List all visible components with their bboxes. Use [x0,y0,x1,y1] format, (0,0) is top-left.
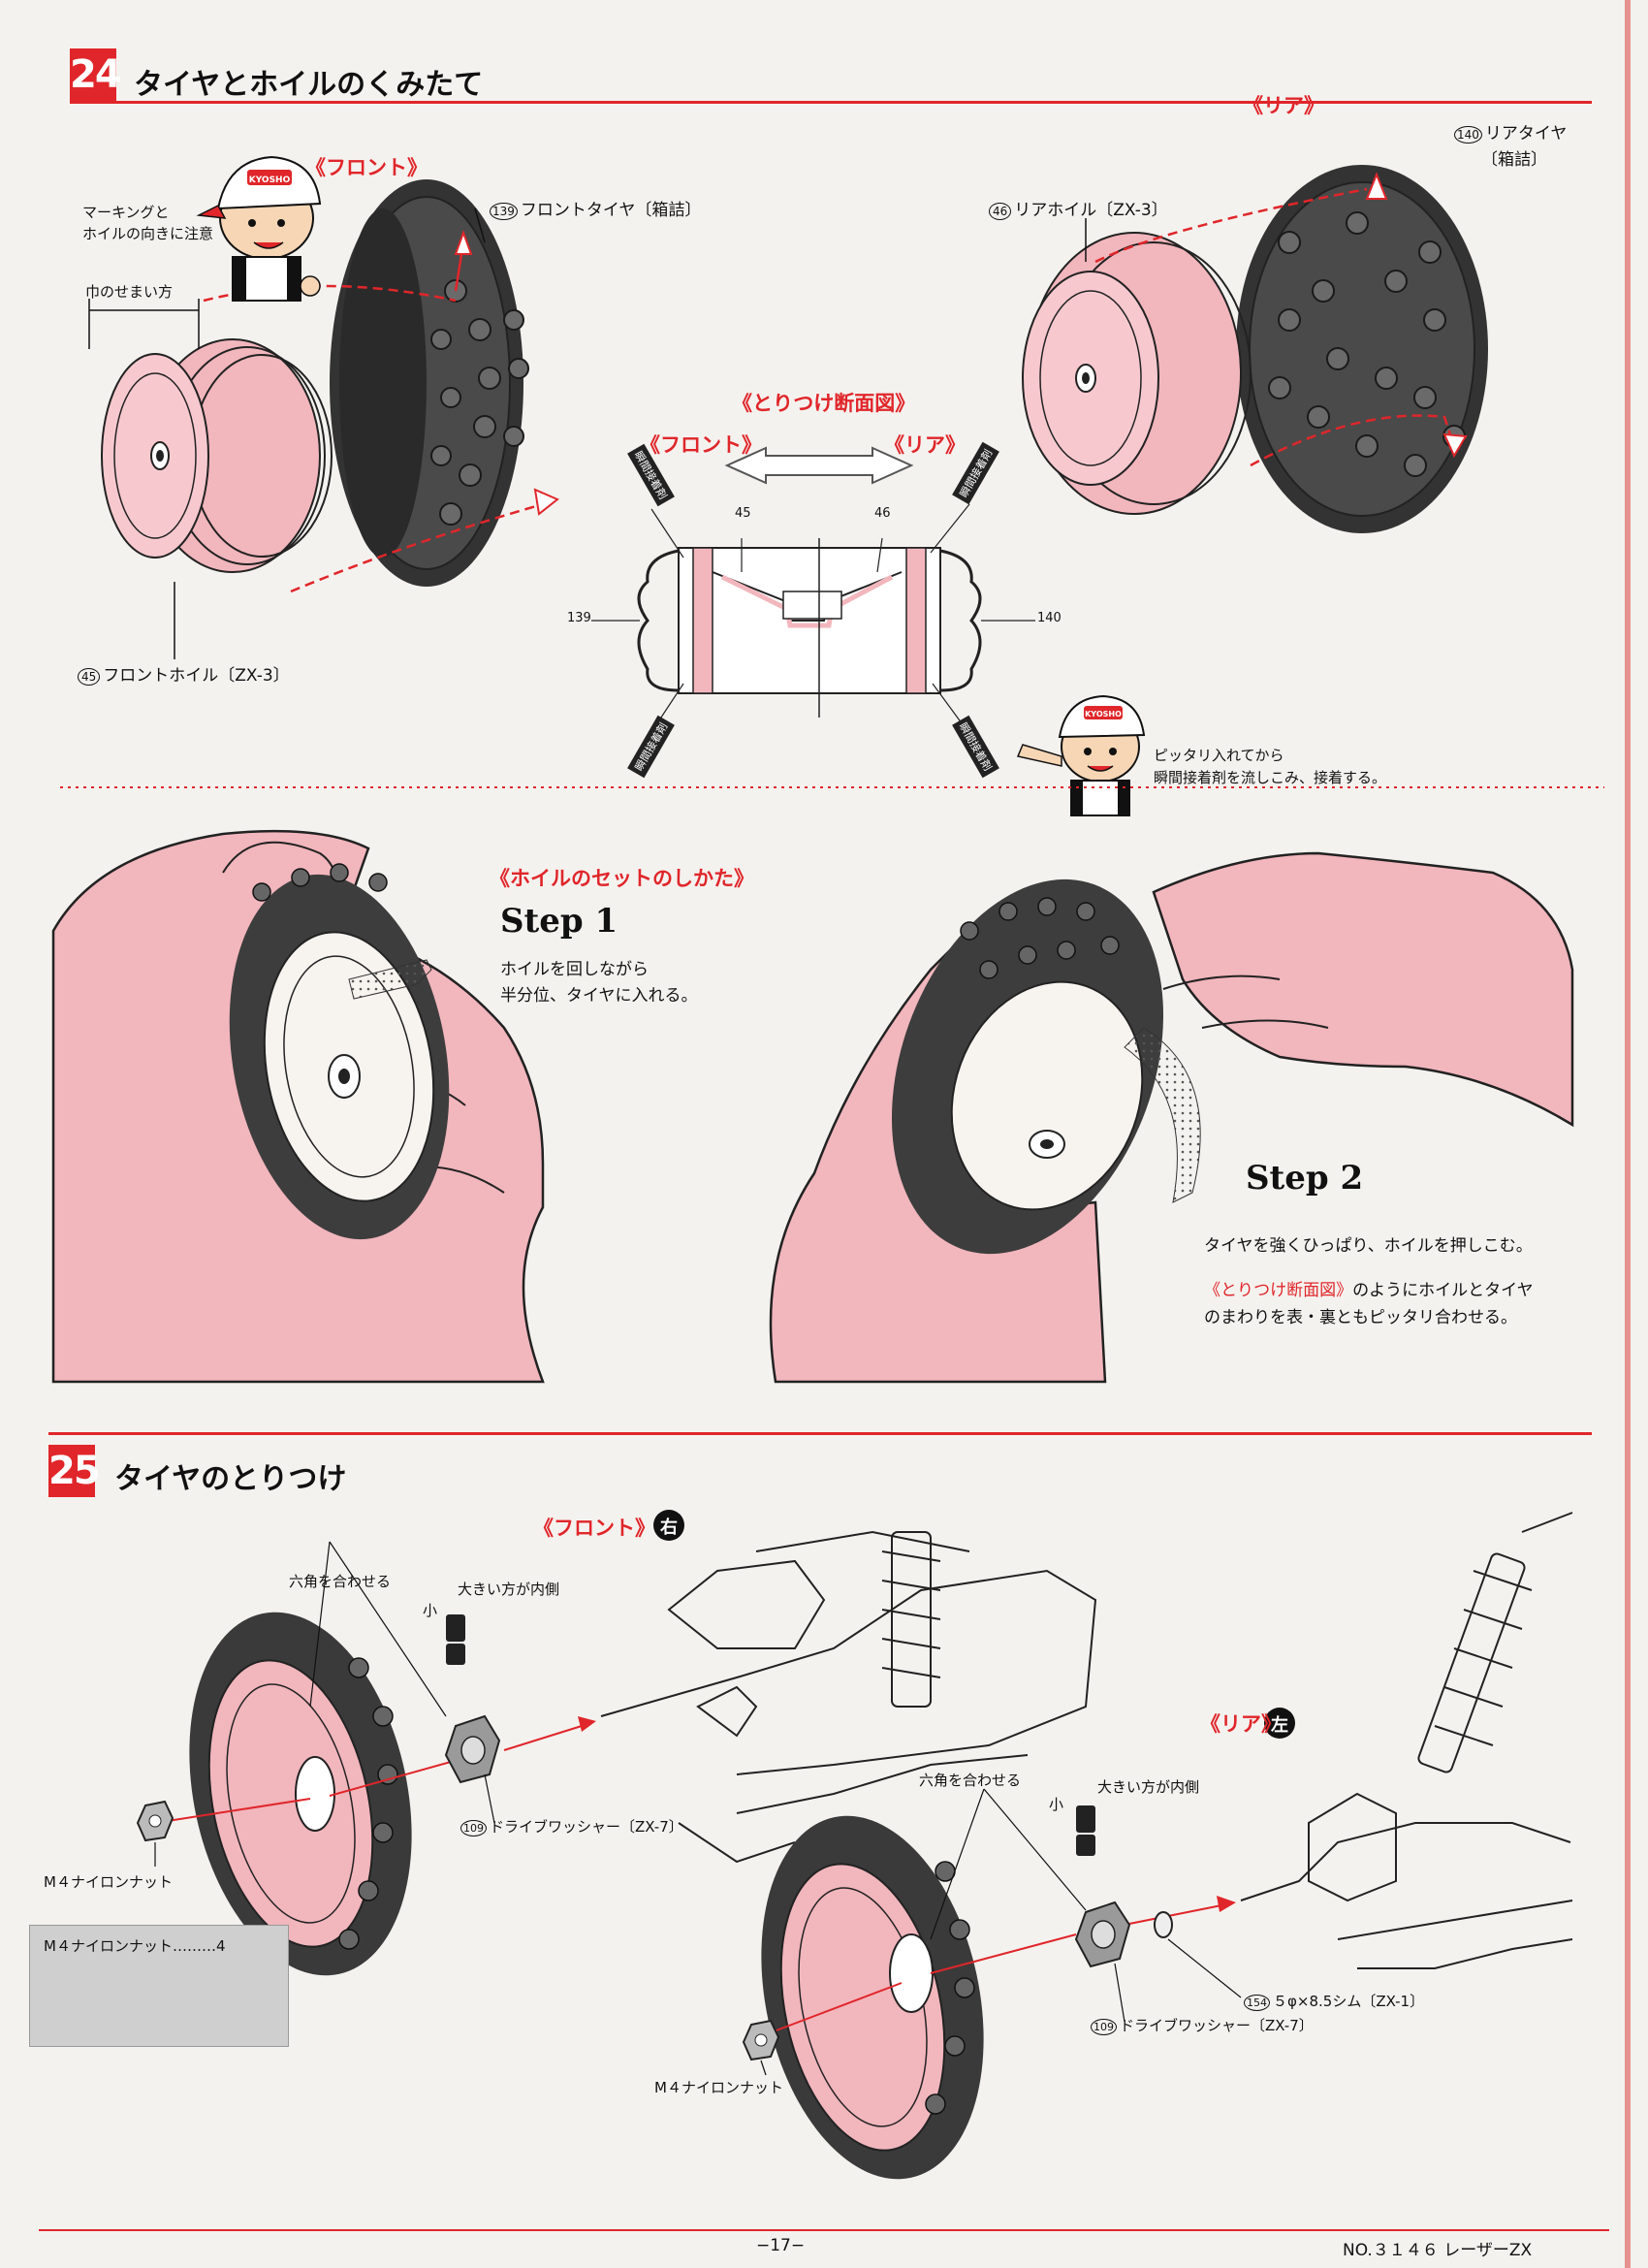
rear-suspension-illustration [1240,1512,1573,1969]
step-24-number: 24 [70,48,122,101]
tire-step1-illustration [229,863,450,1240]
rear-wheel-num: 46 [989,203,1012,220]
hex-align-front: 六角を合わせる [289,1573,392,1590]
shim-text: ５φ×8.5シム〔ZX-1〕 [1273,1993,1425,2010]
large-inside-front: 大きい方が内側 [458,1581,560,1598]
front-tire-assembly-illustration [189,1612,412,1976]
large-inside-rear: 大きい方が内側 [1097,1778,1200,1796]
shim-num: 154 [1244,1995,1270,2011]
cap-brand-2: KYOSHO [1085,710,1122,719]
step-25-number: 25 [48,1445,101,1497]
step2-text-3: のまわりを表・裏ともピッタリ合わせる。 [1204,1308,1517,1327]
hex-nut-front [444,1714,501,1784]
step2-text-1: タイヤを強くひっぱり、ホイルを押しこむ。 [1204,1236,1533,1256]
front-tire-num: 139 [490,203,518,220]
drive-washer-front-num: 109 [460,1820,487,1837]
front-tire-illustration [330,179,529,587]
rear-tire-text-1: リアタイヤ [1484,124,1568,144]
step2-text-2: 《とりつけ断面図》のようにホイルとタイヤ [1204,1276,1534,1305]
step2-text-2-rest: のようにホイルとタイヤ [1352,1281,1534,1300]
mascot-note-1: マーキングと [82,204,170,221]
mascot-note-2: ホイルの向きに注意 [82,225,214,242]
cross-num-45: 45 [735,506,751,521]
cross-section-title: 《とりつけ断面図》 [732,392,916,415]
rear-tire-illustration [1236,165,1488,533]
drive-washer-rear-num: 109 [1091,2019,1117,2035]
hex-align-rear: 六角を合わせる [919,1772,1022,1789]
nylon-nut-front-label: M４ナイロンナット [44,1873,173,1891]
narrow-side-label: 巾のせまい方 [85,283,174,301]
step1-title: Step 1 [500,902,618,941]
step-24-rule [70,101,1592,104]
step-25-title: タイヤのとりつけ [114,1462,347,1496]
nylon-nut-rear-label: M４ナイロンナット [654,2079,783,2096]
front-mount-label: 《フロント》 [533,1517,655,1540]
cross-num-46: 46 [874,506,891,521]
nylon-nut-front [136,1800,174,1842]
rear-wheel-text: リアホイル〔ZX-3〕 [1014,201,1168,220]
front-side-badge: 右 [660,1517,678,1538]
front-tire-text: フロントタイヤ〔箱詰〕 [520,201,702,220]
front-wheel-num: 45 [78,668,101,686]
rear-tire-num: 140 [1454,126,1482,144]
shim-washer [1154,1911,1173,1938]
small-label-rear: 小 [1049,1796,1064,1813]
cross-num-139: 139 [567,611,591,625]
nylon-nut-rear [742,2019,780,2061]
step1-text-1: ホイルを回しながら [500,960,649,979]
howto-title: 《ホイルのセットのしかた》 [490,867,754,890]
rear-mount-label: 《リア》 [1200,1712,1282,1736]
model-name: NO.３１４６ レーザーZX [1343,2241,1533,2260]
fit-note-1: ピッタリ入れてから [1154,747,1284,764]
parts-box: M４ナイロンナット………4 [29,1925,289,2047]
fit-note-2: 瞬間接着剤を流しこみ、接着する。 [1154,769,1387,786]
rear-tire-assembly-illustration [761,1815,984,2180]
cross-section-diagram [591,446,1035,733]
drive-washer-rear-text: ドライブワッシャー〔ZX-7〕 [1120,2017,1314,2034]
tire-step2-illustration [891,878,1201,1255]
rear-side-badge: 左 [1271,1715,1288,1736]
step2-ref: 《とりつけ断面図》 [1204,1281,1353,1300]
rear-tire-text-2: 〔箱詰〕 [1481,150,1547,170]
drive-washer-front-text: ドライブワッシャー〔ZX-7〕 [490,1818,683,1836]
front-wheel-text: フロントホイル〔ZX-3〕 [103,666,290,686]
page-number: −17− [756,2236,806,2255]
parts-box-label: M４ナイロンナット………4 [44,1937,226,1955]
rear-wheel-illustration [1022,232,1252,515]
front-section-label: 《フロント》 [305,156,428,179]
step2-title: Step 2 [1246,1159,1364,1198]
step1-text-2: 半分位、タイヤに入れる。 [500,986,698,1006]
cap-brand-1: KYOSHO [249,176,291,185]
cross-section-front: 《フロント》 [640,433,762,457]
cross-num-140: 140 [1037,611,1062,625]
front-suspension-illustration [600,1530,1097,1864]
cross-section-rear: 《リア》 [884,433,966,457]
washer-side-views-front [446,1614,465,1665]
hex-nut-rear [1074,1901,1131,1968]
mascot-illustration [196,155,322,302]
mascot-illustration-2 [1016,694,1146,816]
washer-side-views-rear [1076,1805,1095,1856]
step-25-rule [48,1432,1592,1435]
front-wheel-illustration [101,338,333,573]
step-24-title: タイヤとホイルのくみたて [134,68,484,102]
rear-section-label: 《リア》 [1243,94,1324,117]
small-label-front: 小 [423,1602,438,1619]
